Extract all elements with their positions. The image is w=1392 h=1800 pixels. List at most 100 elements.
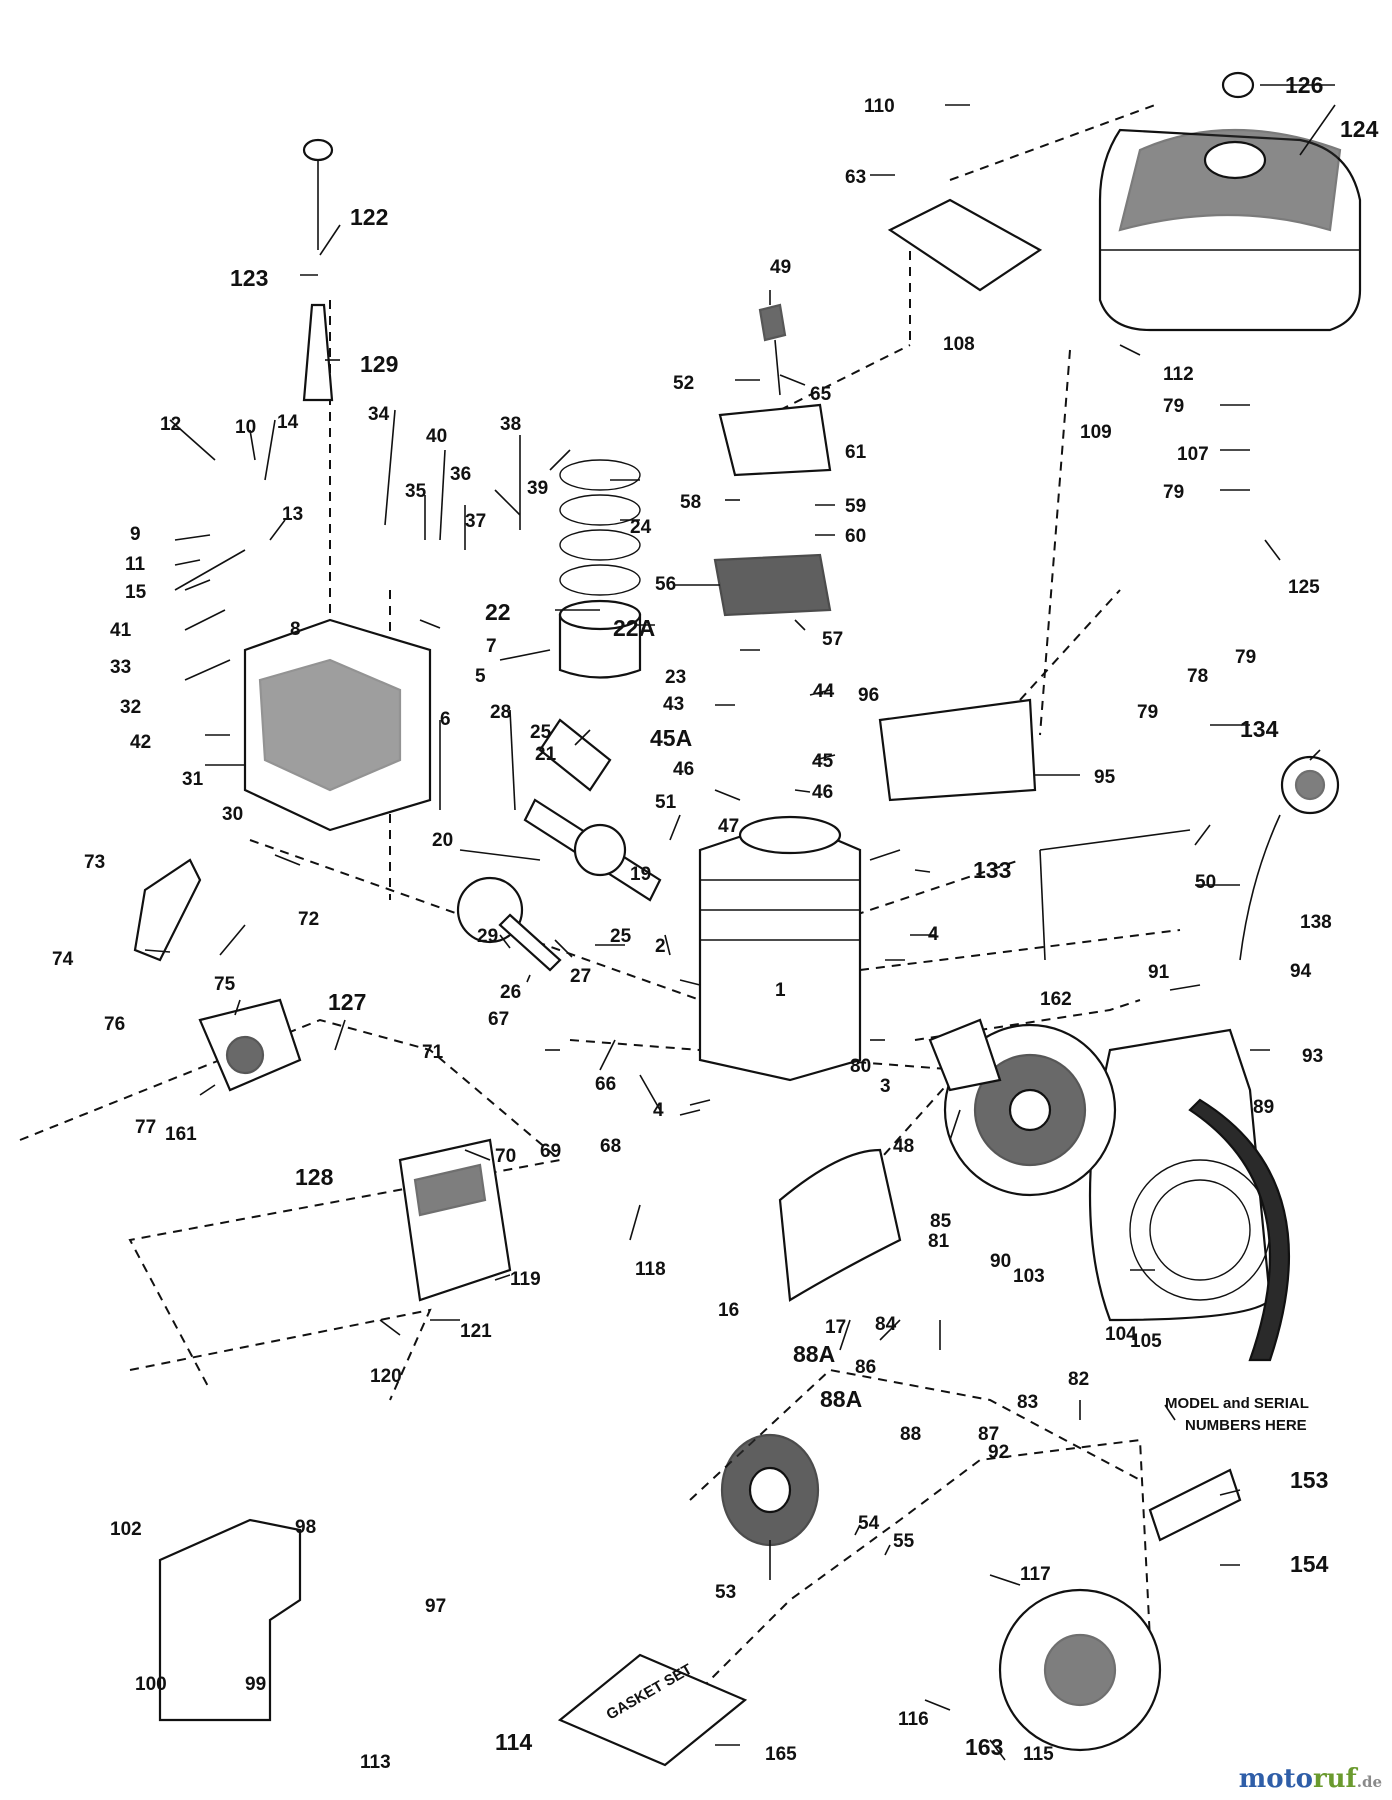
label: 165 [765,1744,797,1765]
label: 105 [1130,1331,1162,1352]
label: 45A [650,725,692,751]
label: 154 [1290,1551,1329,1577]
label: 88A [820,1386,862,1412]
carburetor [198,998,302,1092]
crankcase-cover [243,618,432,832]
label: 112 [1163,364,1194,385]
watermark-logo: motoruf.de [1239,1764,1382,1794]
label: 17 [825,1317,846,1338]
label: 72 [298,909,319,930]
label: 30 [222,804,243,825]
label: 6 [440,709,451,730]
label: 126 [1285,72,1323,98]
label: 67 [488,1009,509,1030]
label: 124 [1340,116,1379,142]
cylinder-block [698,815,862,1082]
label: 70 [495,1146,516,1167]
label: 52 [673,373,694,394]
part-labels: 1 2 3 4 4 5 6 7 8 9 10 11 12 13 14 15 16… [52,72,1379,1773]
label: 69 [540,1141,561,1162]
piston-and-rings [558,459,642,679]
label: 81 [928,1231,950,1252]
label: 76 [104,1014,125,1035]
label: 99 [245,1674,266,1695]
control-cover [158,1518,302,1722]
label: 122 [350,204,388,230]
label: 32 [120,697,141,718]
label: 109 [1080,422,1112,443]
label: 79 [1163,396,1184,417]
label: 82 [1068,1369,1089,1390]
label: 19 [630,864,651,885]
label: 53 [715,1582,736,1603]
blower-housing [1088,1028,1272,1322]
label: 33 [110,657,131,678]
label: 40 [426,426,447,447]
label: 85 [930,1211,952,1232]
label: 83 [1017,1392,1038,1413]
label: 54 [858,1513,880,1534]
label: 27 [570,966,591,987]
label: 61 [845,442,867,463]
label: 36 [450,464,471,485]
leader-lines [144,84,1336,1761]
label: 37 [465,511,486,532]
label: 9 [130,524,141,545]
label: 55 [893,1531,915,1552]
label: 107 [1177,444,1209,465]
label: 41 [110,620,132,641]
intake-elbow [133,858,202,962]
label: 1 [775,980,786,1001]
throttle-plate [887,198,1043,292]
spark-plug [758,303,787,396]
fuel-tank [1098,71,1362,332]
label: 46 [673,759,694,780]
label: 117 [1020,1564,1051,1585]
label: 4 [928,924,939,945]
label: 90 [990,1251,1011,1272]
label: 87 [978,1424,999,1445]
label: 108 [943,334,975,355]
label: 153 [1290,1467,1328,1493]
label: 110 [864,96,895,117]
watermark-tld: .de [1356,1773,1382,1791]
label: 58 [680,492,701,513]
label: 22 [485,599,511,625]
label: 28 [490,702,511,723]
label: 42 [130,732,151,753]
crankshaft [523,718,662,902]
label: 134 [1240,716,1279,742]
blower-base [778,1148,902,1302]
label: 88 [900,1424,921,1445]
label: 94 [1290,961,1312,982]
armature [928,1018,1002,1092]
label: 162 [1040,989,1072,1010]
primer-bulb [1280,755,1340,815]
label: 138 [1300,912,1332,933]
label: 60 [845,526,866,547]
label: 93 [1302,1046,1323,1067]
label: 118 [635,1259,666,1280]
label: 115 [1023,1744,1054,1765]
label: 65 [810,384,832,405]
label: 102 [110,1519,142,1540]
label: 23 [665,667,686,688]
label: 45 [812,751,834,772]
dipstick [302,138,334,402]
label: 119 [510,1269,541,1290]
label: 84 [875,1314,897,1335]
model-serial-note: MODEL and SERIAL NUMBERS HERE [1165,1395,1309,1434]
label: 49 [770,257,791,278]
label: 11 [125,554,146,575]
model-serial-note-line2: NUMBERS HERE [1185,1417,1307,1434]
label: 22A [613,615,655,641]
label: 38 [500,414,521,435]
label: 125 [1288,577,1320,598]
starter-cup [720,1433,820,1547]
label: 56 [655,574,676,595]
label: 74 [52,949,74,970]
label: 13 [282,504,303,525]
label: 77 [135,1117,156,1138]
label: 97 [425,1596,446,1617]
